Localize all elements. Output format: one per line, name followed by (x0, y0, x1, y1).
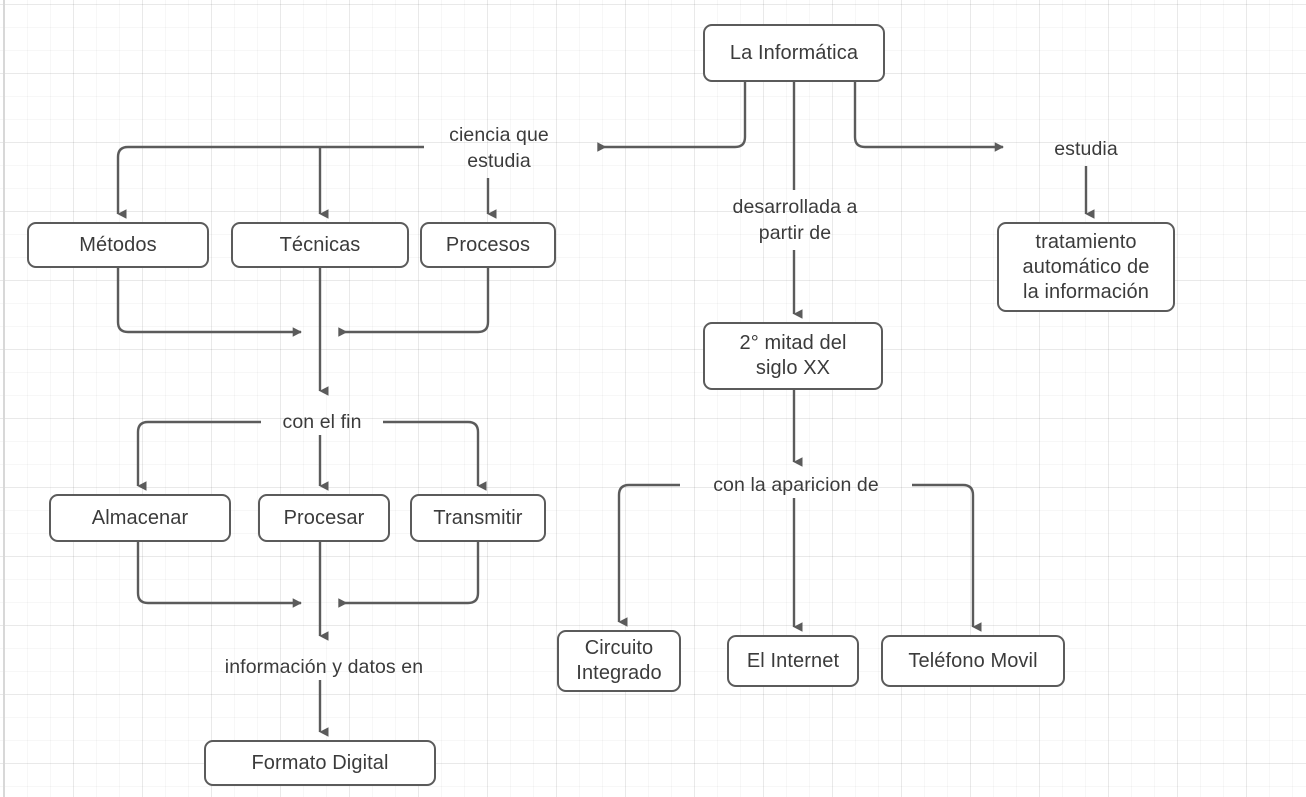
node-procesar[interactable]: Procesar (258, 494, 390, 542)
node-formato-digital[interactable]: Formato Digital (204, 740, 436, 786)
edge-ciencia-bus (116, 145, 424, 219)
edge-confin-bus-right (383, 420, 487, 491)
canvas-left-edge (3, 0, 5, 797)
node-label: Almacenar (91, 506, 189, 529)
edge-informatica-to-ciencia (597, 82, 747, 152)
node-metodos[interactable]: Métodos (27, 222, 209, 268)
node-label: Métodos (79, 233, 157, 256)
node-tecnicas[interactable]: Técnicas (231, 222, 409, 268)
edge-procesos-down (338, 268, 490, 337)
node-almacenar[interactable]: Almacenar (49, 494, 231, 542)
node-la-informatica[interactable]: La Informática (703, 24, 885, 82)
node-label: La Informática (729, 41, 859, 64)
node-label: tratamiento automático de la información (1022, 230, 1150, 303)
edge-transmitir-down (338, 542, 480, 608)
node-telefono-movil[interactable]: Teléfono Movil (881, 635, 1065, 687)
node-label: Transmitir (433, 506, 523, 529)
node-label: Procesar (283, 506, 365, 529)
node-label: 2° mitad del siglo XX (739, 332, 847, 379)
node-el-internet[interactable]: El Internet (727, 635, 859, 687)
node-label: Formato Digital (251, 751, 389, 774)
edge-metodos-down (116, 268, 302, 337)
node-circuito-integrado[interactable]: Circuito Integrado (557, 630, 681, 692)
edge-almacenar-down (136, 542, 302, 608)
node-label: Técnicas (279, 233, 361, 256)
node-segunda-mitad-siglo-xx[interactable]: 2° mitad del siglo XX (703, 322, 883, 390)
edge-informatica-to-estudia (853, 82, 1004, 152)
node-label: Procesos (445, 233, 531, 256)
edge-confin-bus-left (136, 420, 261, 491)
node-label: El Internet (746, 649, 840, 672)
node-tratamiento-automatico[interactable]: tratamiento automático de la información (997, 222, 1175, 312)
node-procesos[interactable]: Procesos (420, 222, 556, 268)
node-transmitir[interactable]: Transmitir (410, 494, 546, 542)
node-label: Circuito Integrado (576, 637, 662, 684)
edge-aparicion-bus-right (912, 483, 982, 632)
edge-aparicion-bus-left (617, 483, 680, 627)
node-label: Teléfono Movil (908, 649, 1038, 672)
